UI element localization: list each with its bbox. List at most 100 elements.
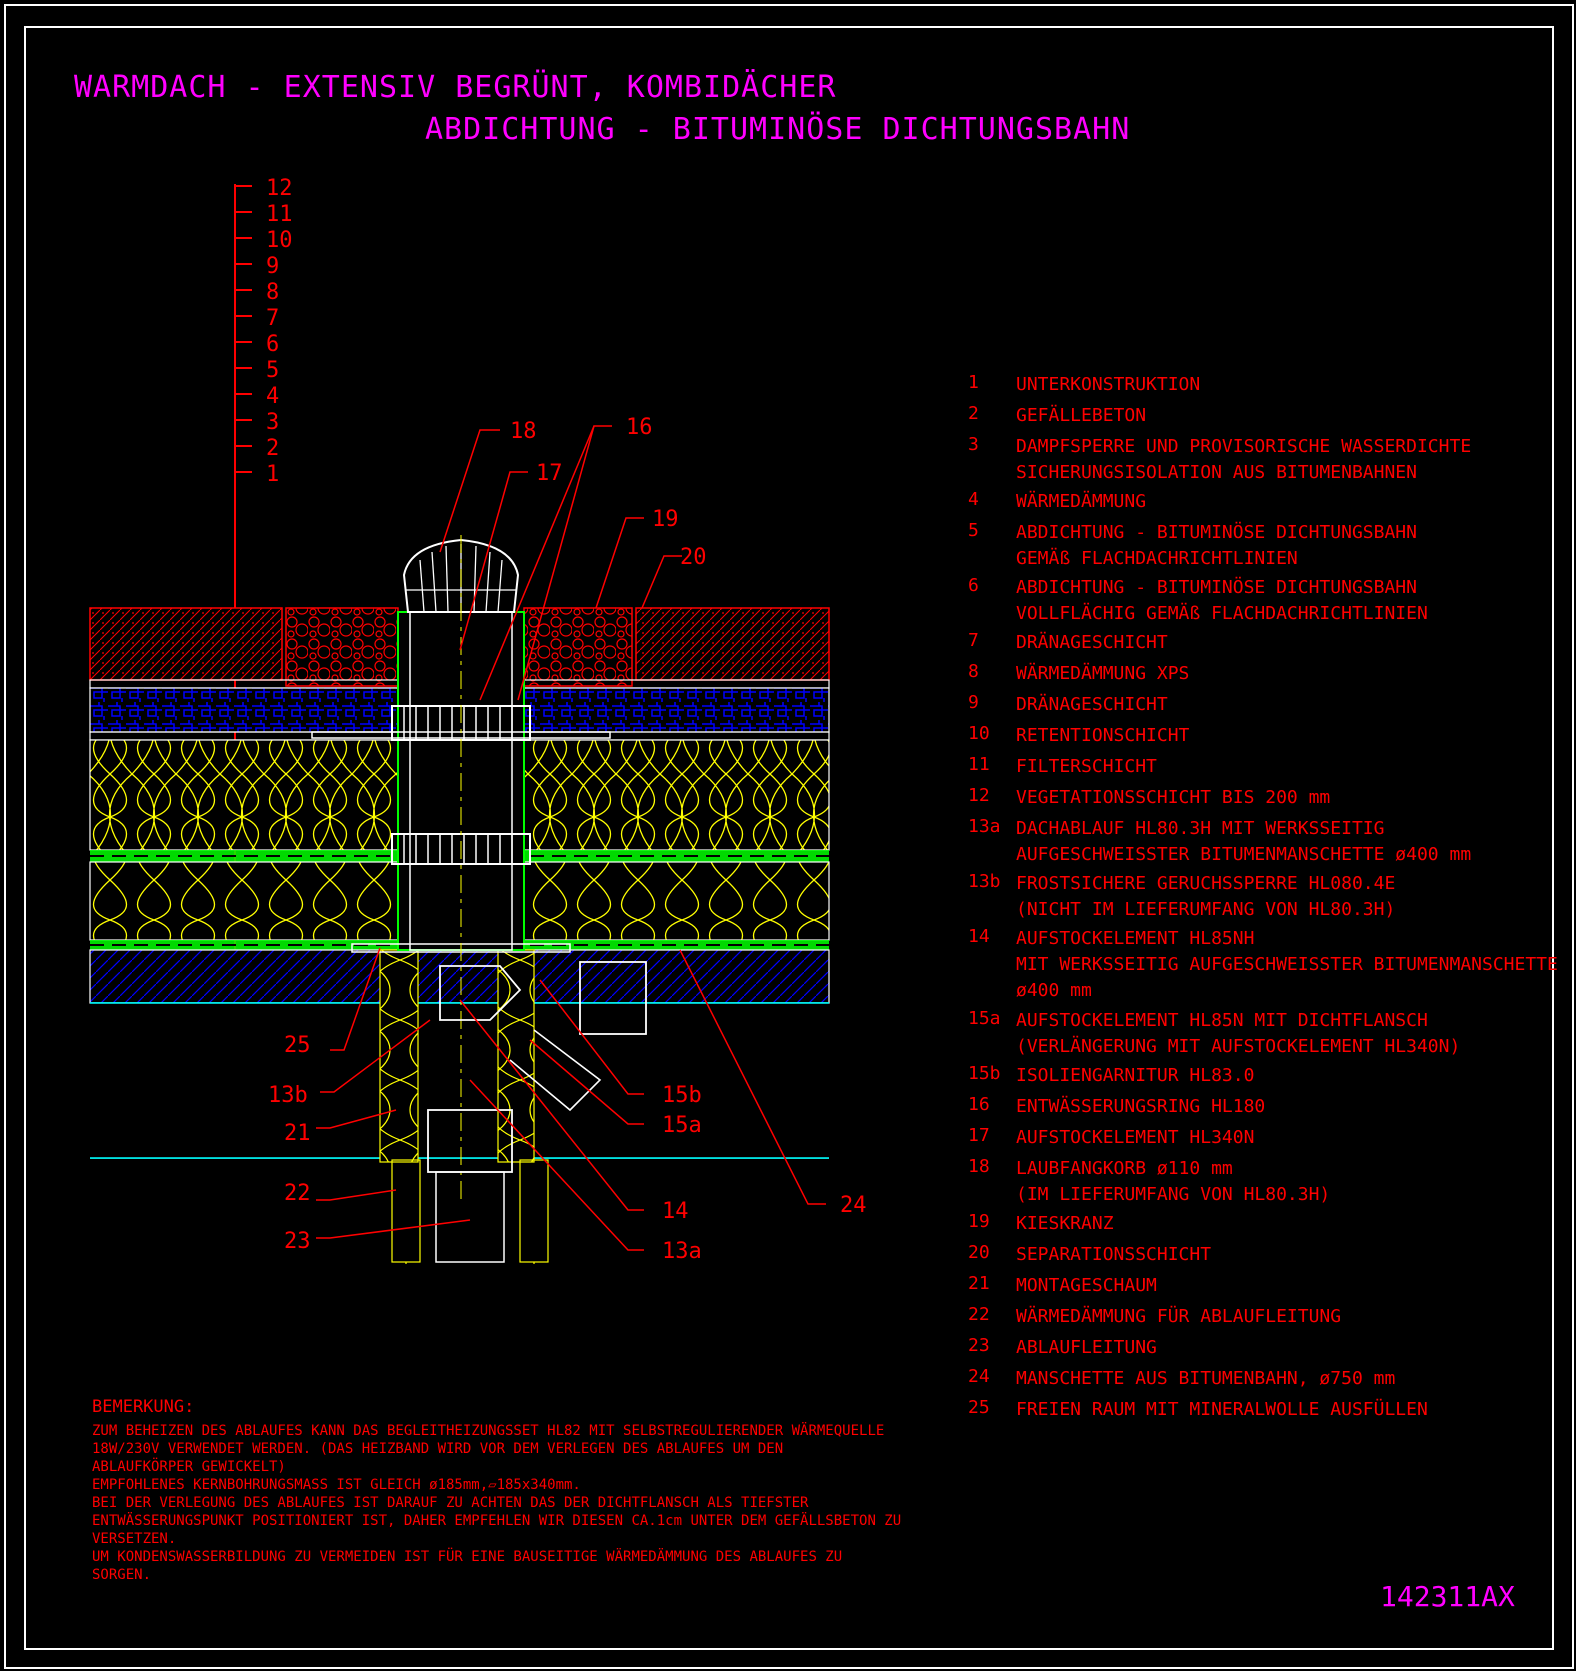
legend-text: ABDICHTUNG - BITUMINÖSE DICHTUNGSBAHN GE…	[1016, 522, 1417, 569]
legend-text: AUFSTOCKELEMENT HL340N	[1016, 1127, 1255, 1148]
callout-22: 22	[284, 1181, 311, 1206]
inner-frame	[24, 26, 1554, 1650]
remarks-line: 18W/230V VERWENDET WERDEN. (DAS HEIZBAND…	[92, 1441, 784, 1457]
callout-19: 19	[652, 507, 679, 532]
scale-label-12: 12	[266, 176, 293, 201]
callout-15a: 15a	[662, 1113, 702, 1138]
legend-num: 2	[968, 403, 979, 424]
remarks-block: BEMERKUNG: ZUM BEHEIZEN DES ABLAUFES KAN…	[92, 1398, 901, 1584]
legend-num: 10	[968, 723, 990, 744]
callout-25: 25	[284, 1033, 311, 1058]
legend-item: 19 KIESKRANZ	[968, 1211, 1568, 1242]
leader-lines	[316, 425, 826, 1251]
callout-24: 24	[840, 1193, 867, 1218]
legend-num: 1	[968, 372, 979, 393]
legend-num: 19	[968, 1211, 990, 1232]
scale-label-10: 10	[266, 228, 293, 253]
legend-num: 14	[968, 926, 990, 947]
callout-20: 20	[680, 545, 707, 570]
callout-18: 18	[510, 419, 537, 444]
legend-text: ISOLIENGARNITUR HL83.0	[1016, 1065, 1255, 1086]
legend-item: 1 UNTERKONSTRUKTION	[968, 372, 1568, 403]
remarks-line: VERSETZEN.	[92, 1531, 177, 1547]
callout-17: 17	[536, 461, 563, 486]
legend-text: ABDICHTUNG - BITUMINÖSE DICHTUNGSBAHN VO…	[1016, 577, 1428, 624]
legend-item: 10 RETENTIONSCHICHT	[968, 723, 1568, 754]
legend-num: 22	[968, 1304, 990, 1325]
remarks-heading: BEMERKUNG:	[92, 1397, 195, 1417]
legend-num: 12	[968, 785, 990, 806]
legend-text: DRÄNAGESCHICHT	[1016, 632, 1168, 653]
legend-num: 15a	[968, 1008, 1001, 1029]
legend-num: 20	[968, 1242, 990, 1263]
callout-15b: 15b	[662, 1083, 702, 1108]
scale-label-7: 7	[266, 306, 279, 331]
callout-labels: 18 16 17 19 20 25 13b 21 22 23 15b 15a 1…	[268, 415, 867, 1264]
remarks-line: ABLAUFKÖRPER GEWICKELT)	[92, 1459, 286, 1475]
legend-num: 11	[968, 754, 990, 775]
legend-item: 3 DAMPFSPERRE UND PROVISORISCHE WASSERDIC…	[968, 434, 1568, 489]
title-line-2: ABDICHTUNG - BITUMINÖSE DICHTUNGSBAHN	[425, 112, 1131, 147]
scale-label-11: 11	[266, 202, 293, 227]
scale-label-3: 3	[266, 410, 279, 435]
legend-item: 13b FROSTSICHERE GERUCHSSPERRE HL080.4E (…	[968, 871, 1568, 926]
legend-item: 6 ABDICHTUNG - BITUMINÖSE DICHTUNGSBAHN V…	[968, 575, 1568, 630]
outer-frame	[4, 4, 1574, 1669]
legend-text: LAUBFANGKORB ø110 mm (IM LIEFERUMFANG VO…	[1016, 1158, 1331, 1205]
legend-text: FROSTSICHERE GERUCHSSPERRE HL080.4E (NIC…	[1016, 873, 1396, 920]
legend-num: 18	[968, 1156, 990, 1177]
scale-label-6: 6	[266, 332, 279, 357]
legend-num: 13b	[968, 871, 1001, 892]
legend-num: 13a	[968, 816, 1001, 837]
callout-16: 16	[626, 415, 653, 440]
remarks-line: ZUM BEHEIZEN DES ABLAUFES KANN DAS BEGLE…	[92, 1423, 885, 1439]
legend-text: AUFSTOCKELEMENT HL85N MIT DICHTFLANSCH (…	[1016, 1010, 1461, 1057]
legend-item: 15a AUFSTOCKELEMENT HL85N MIT DICHTFLANSC…	[968, 1008, 1568, 1063]
scale-label-2: 2	[266, 436, 279, 461]
legend-text: DAMPFSPERRE UND PROVISORISCHE WASSERDICH…	[1016, 436, 1472, 483]
legend-num: 24	[968, 1366, 990, 1387]
remarks-line: BEI DER VERLEGUNG DES ABLAUFES IST DARAU…	[92, 1495, 809, 1511]
legend-text: RETENTIONSCHICHT	[1016, 725, 1190, 746]
callout-23: 23	[284, 1229, 311, 1254]
callout-21: 21	[284, 1121, 311, 1146]
legend-text: MANSCHETTE AUS BITUMENBAHN, ø750 mm	[1016, 1368, 1396, 1389]
remarks-line: ENTWÄSSERUNGSPUNKT POSITIONIERT IST, DAH…	[92, 1513, 902, 1529]
legend-num: 7	[968, 630, 979, 651]
drawing-code: 142311AX	[1380, 1580, 1515, 1613]
legend-item: 14 AUFSTOCKELEMENT HL85NH MIT WERKSSEITIG…	[968, 926, 1568, 1008]
callout-14: 14	[662, 1199, 689, 1224]
legend-num: 8	[968, 661, 979, 682]
legend-text: AUFSTOCKELEMENT HL85NH MIT WERKSSEITIG A…	[1016, 928, 1558, 1001]
legend-item: 24 MANSCHETTE AUS BITUMENBAHN, ø750 mm	[968, 1366, 1568, 1397]
legend-list: 1 UNTERKONSTRUKTION 2 GEFÄLLEBETON 3 DAMPFS…	[968, 372, 1568, 1428]
legend-num: 21	[968, 1273, 990, 1294]
legend-item: 11 FILTERSCHICHT	[968, 754, 1568, 785]
scale-label-5: 5	[266, 358, 279, 383]
legend-text: GEFÄLLEBETON	[1016, 405, 1147, 426]
legend-item: 21 MONTAGESCHAUM	[968, 1273, 1568, 1304]
legend-text: FILTERSCHICHT	[1016, 756, 1157, 777]
scale-label-1: 1	[266, 462, 279, 487]
legend-num: 15b	[968, 1063, 1001, 1084]
remarks-line: SORGEN.	[92, 1567, 152, 1583]
legend-num: 3	[968, 434, 979, 455]
legend-text: UNTERKONSTRUKTION	[1016, 374, 1201, 395]
legend-text: MONTAGESCHAUM	[1016, 1275, 1157, 1296]
legend-num: 23	[968, 1335, 990, 1356]
remarks-line: EMPFOHLENES KERNBOHRUNGSMASS IST GLEICH …	[92, 1477, 581, 1493]
legend-text: KIESKRANZ	[1016, 1213, 1114, 1234]
legend-text: DRÄNAGESCHICHT	[1016, 694, 1168, 715]
legend-num: 6	[968, 575, 979, 596]
